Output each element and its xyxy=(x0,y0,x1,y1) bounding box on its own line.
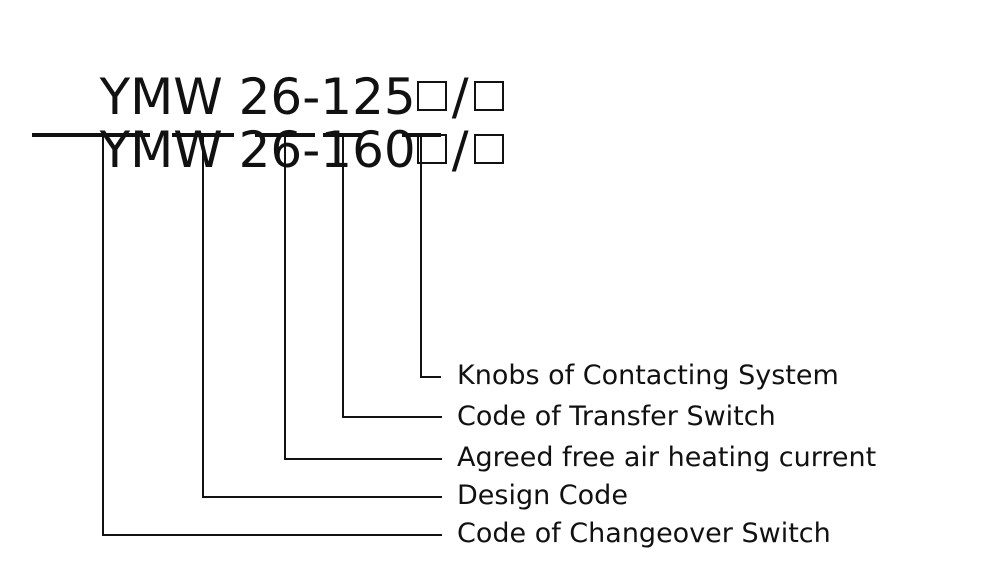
leader-run-1 xyxy=(102,534,442,536)
callout-label-code-of-changeover-switch: Code of Changeover Switch xyxy=(457,518,831,549)
leader-run-4 xyxy=(342,416,442,418)
model-code-line-2: YMW 26-160/ xyxy=(36,75,505,225)
leader-drop-1 xyxy=(102,136,104,536)
leader-drop-5 xyxy=(420,136,422,378)
segment-rule-1 xyxy=(32,133,150,137)
leader-run-5 xyxy=(420,376,441,378)
placeholder-box-icon-1a xyxy=(416,81,447,111)
model-code-slash-2: / xyxy=(451,121,469,179)
model-code-slash-1: / xyxy=(451,68,469,126)
placeholder-box-icon-1b xyxy=(473,81,504,111)
leader-run-3 xyxy=(284,458,442,460)
segment-rule-4 xyxy=(323,133,364,137)
leader-drop-4 xyxy=(342,136,344,418)
callout-label-knobs-of-contacting-system: Knobs of Contacting System xyxy=(457,360,839,391)
segment-rule-5 xyxy=(402,133,441,137)
segment-rule-3 xyxy=(255,133,315,137)
callout-label-code-of-transfer-switch: Code of Transfer Switch xyxy=(457,401,776,432)
placeholder-box-icon-2b xyxy=(473,134,504,164)
callout-label-agreed-free-air-heating-current: Agreed free air heating current xyxy=(457,442,877,473)
leader-drop-3 xyxy=(284,136,286,460)
leader-run-2 xyxy=(202,496,442,498)
segment-rule-2 xyxy=(172,133,234,137)
model-code-line-1: YMW 26-125 / xyxy=(36,22,505,172)
model-code-series-1: 26-125 xyxy=(238,68,416,126)
callout-label-design-code: Design Code xyxy=(457,480,628,511)
model-code-prefix-1: YMW xyxy=(99,68,239,126)
leader-drop-2 xyxy=(202,136,204,498)
